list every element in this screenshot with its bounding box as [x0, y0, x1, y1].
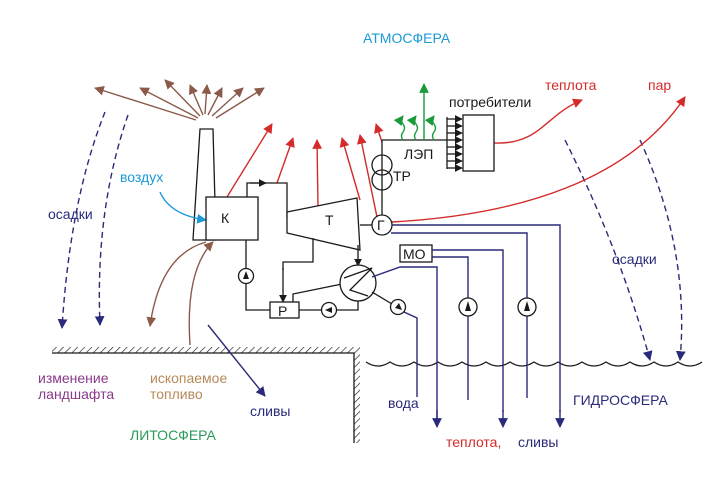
landscape-change-arrow [146, 241, 207, 327]
electromagnetic-arrows [393, 83, 437, 141]
fuel-label-1: ископаемое [150, 370, 227, 386]
precipitation-left-label: осадки [48, 206, 93, 222]
discharge-label-bottom: сливы [518, 434, 559, 450]
transformer-label: ТР [393, 168, 411, 184]
regenerator-label: Р [278, 303, 287, 319]
air-arrow [159, 191, 207, 224]
transformer-coil-bottom [371, 169, 393, 191]
heat-arrows [226, 96, 686, 223]
condenser [339, 264, 377, 302]
landscape-label-2: ландшафта [38, 386, 114, 402]
turbine [286, 197, 361, 251]
transformer-coil-top [371, 154, 393, 176]
precipitation-right-label: осадки [612, 251, 657, 267]
hydrosphere-label: ГИДРОСФЕРА [573, 392, 669, 408]
consumers-box [462, 114, 495, 172]
fuel-supply-arrow [188, 241, 214, 346]
oil-cooler-box [399, 244, 433, 263]
ground-surface [52, 347, 360, 443]
water-label: вода [388, 395, 419, 411]
boiler-label: К [221, 210, 230, 226]
landscape-label-1: изменение [38, 370, 109, 386]
steam-label: пар [648, 77, 671, 93]
consumer-feed-arrows [447, 115, 463, 172]
heat-label-bottom: теплота, [446, 434, 501, 450]
power-line-label: ЛЭП [404, 146, 433, 162]
discharge-arrow [207, 324, 266, 397]
regenerator-box [269, 301, 300, 319]
precipitation-arrows [57, 111, 686, 361]
heat-label-top: теплота [545, 77, 597, 93]
turbine-label: Т [325, 212, 334, 228]
emission-arrows [94, 79, 265, 121]
oil-cooler-label: МО [403, 246, 426, 262]
atmosphere-label: АТМОСФЕРА [363, 30, 451, 46]
consumers-label: потребители [449, 94, 531, 110]
lithosphere-label: ЛИТОСФЕРА [130, 427, 217, 443]
discharge-label: сливы [250, 403, 291, 419]
boiler-box [205, 196, 259, 241]
air-label: воздух [120, 169, 163, 185]
fuel-label-2: топливо [150, 386, 203, 402]
generator-label: Г [377, 217, 385, 233]
water-surface [365, 361, 703, 367]
